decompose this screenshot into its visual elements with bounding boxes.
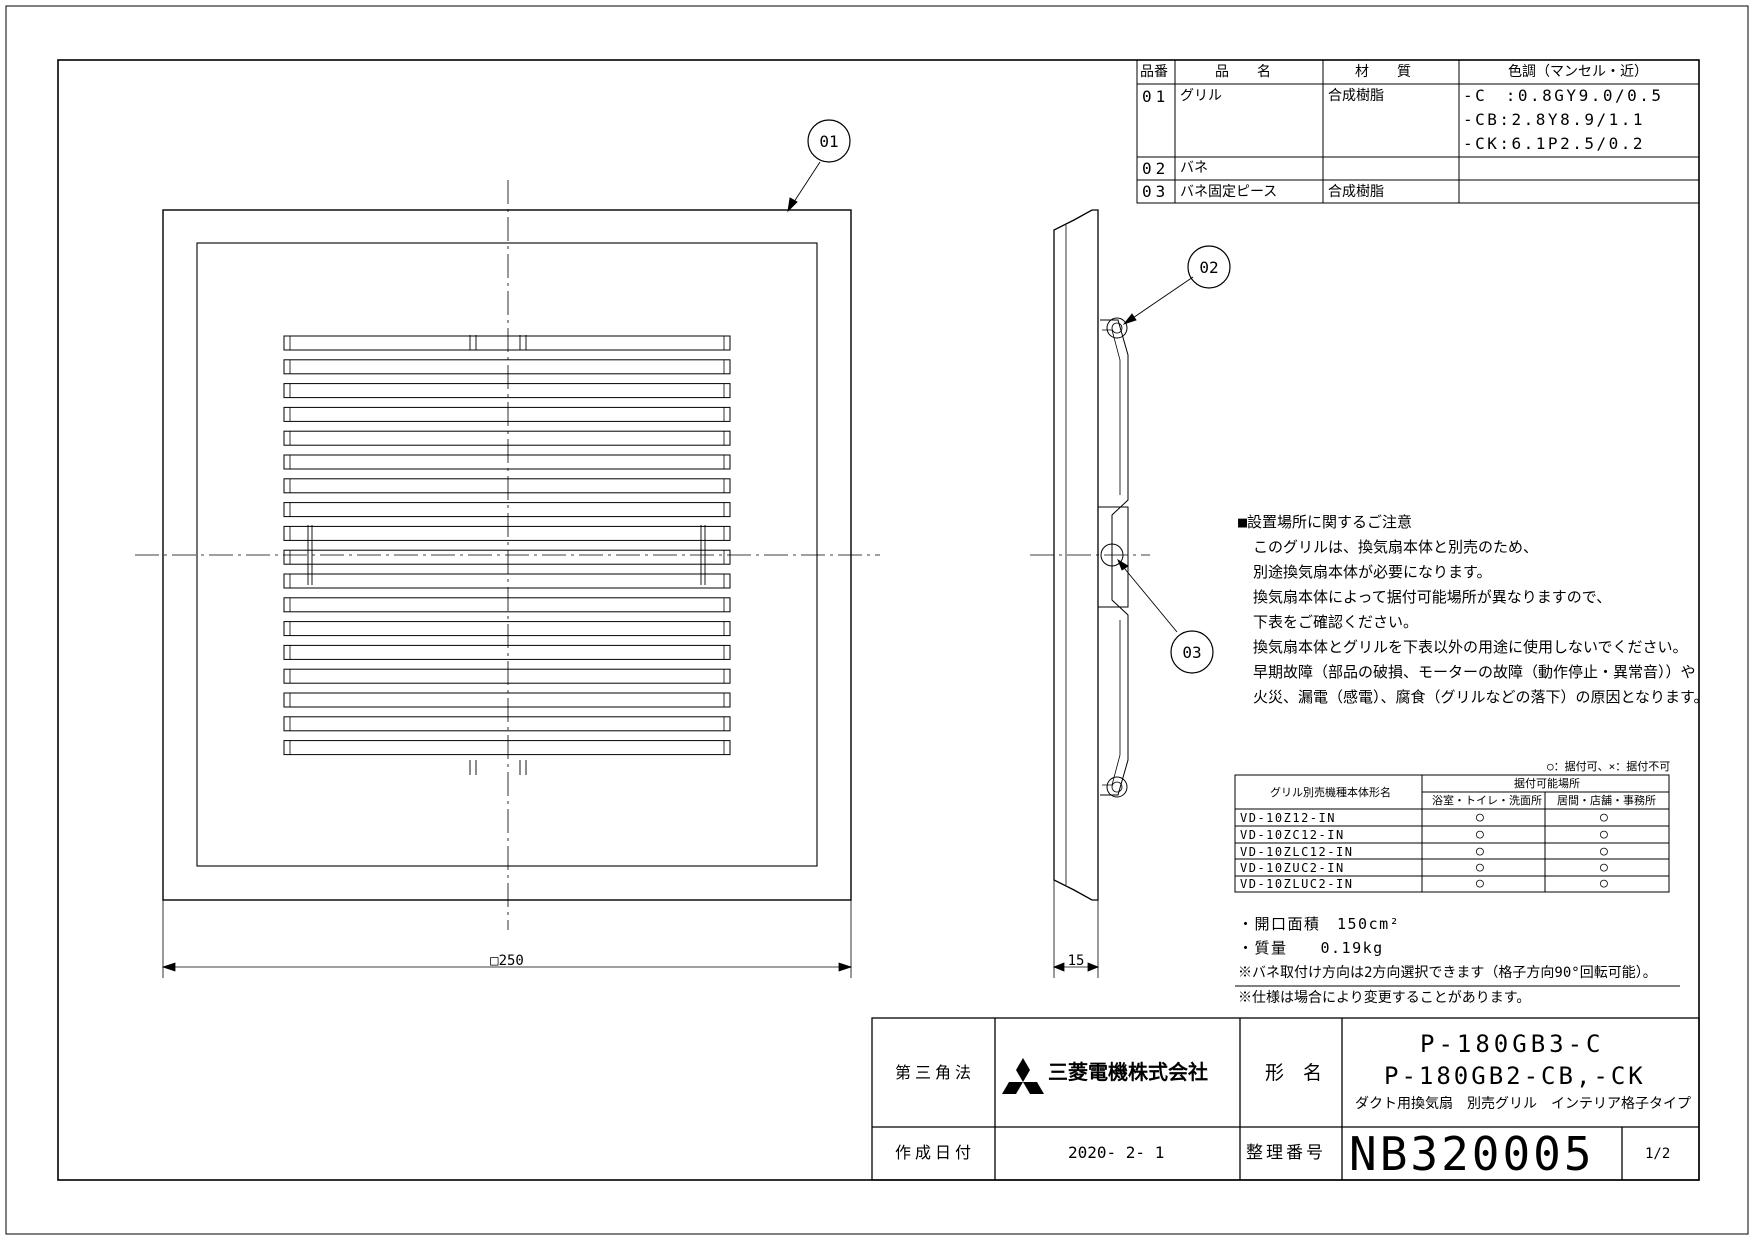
parts-row-01-color-ck: -CK:6.1P2.5/0.2 (1463, 134, 1645, 153)
company-name: 三菱電機株式会社 (1048, 1060, 1208, 1084)
parts-row-03-no: 03 (1142, 182, 1170, 201)
parts-row-01-name: グリル (1180, 88, 1222, 104)
install-table-grid (1234, 774, 1670, 893)
notice-line: 換気扇本体とグリルを下表以外の用途に使用しないでください。 (1253, 638, 1688, 656)
parts-row-03-name: バネ固定ピース (1180, 184, 1278, 200)
spec-note-spring: ※バネ取付け方向は2方向選択できます（格子方向90°回転可能）。 (1238, 965, 1657, 981)
install-col-model: グリル別売機種本体形名 (1270, 786, 1391, 799)
callout-circle-03 (1170, 630, 1214, 674)
parts-row-01-no: 01 (1142, 87, 1170, 106)
louver-slat (283, 573, 731, 589)
louver-slat (283, 692, 731, 708)
callout-label-02: 02 (1199, 258, 1218, 277)
parts-table-grid (1136, 59, 1700, 204)
front-view (135, 180, 880, 978)
callout-label-03: 03 (1182, 643, 1201, 662)
notice-line: 下表をご確認ください。 (1253, 613, 1419, 631)
install-row-b: ○ (1600, 876, 1608, 891)
drawing-number: NB320005 (1349, 1127, 1595, 1181)
notice-line: 火災、漏電（感電）、腐食（グリルなどの落下）の原因となります。 (1253, 688, 1709, 706)
model-label: 形 名 (1265, 1062, 1323, 1084)
notice-line: このグリルは、換気扇本体と別売のため、 (1253, 538, 1539, 556)
drawing-frame (57, 59, 1700, 1181)
notice-line: 早期故障（部品の破損、モーターの故障（動作停止・異常音））や (1253, 663, 1696, 681)
number-label: 整理番号 (1246, 1143, 1326, 1163)
callout-circle-02 (1187, 245, 1231, 289)
date-label: 作成日付 (895, 1143, 976, 1162)
spec-note-change: ※仕様は場合により変更することがあります。 (1238, 990, 1531, 1006)
grille-louvers (283, 335, 731, 756)
parts-row-03-material: 合成樹脂 (1328, 184, 1384, 200)
install-row-a: ○ (1476, 844, 1484, 859)
notice-title: ■設置場所に関するご注意 (1238, 513, 1413, 531)
install-row-a: ○ (1476, 810, 1484, 825)
louver-slat (283, 478, 731, 494)
louver-slat (283, 502, 731, 518)
louver-slat (283, 454, 731, 470)
parts-row-02-no: 02 (1142, 159, 1170, 178)
projection-method: 第三角法 (895, 1063, 976, 1082)
dimension-depth: 15 (1068, 953, 1085, 969)
louver-slat (283, 430, 731, 446)
notice-line: 別途換気扇本体が必要になります。 (1253, 563, 1492, 581)
parts-row-01-color-c: -C :0.8GY9.0/0.5 (1463, 86, 1664, 105)
install-row-b: ○ (1600, 844, 1608, 859)
parts-header-name: 品 名 (1215, 64, 1271, 80)
louver-slat (283, 549, 731, 565)
page-number: 1/2 (1645, 1146, 1671, 1162)
install-row-b: ○ (1600, 860, 1608, 875)
spec-mass: ・質量 0.19kg (1238, 939, 1384, 957)
louver-slat (283, 716, 731, 732)
model-line-2: P-180GB2-CB,-CK (1384, 1062, 1646, 1090)
dimension-width: □250 (490, 953, 524, 969)
parts-header-material: 材 質 (1355, 64, 1411, 80)
install-row-model: VD-10ZC12-IN (1240, 828, 1345, 842)
install-row-model: VD-10Z12-IN (1240, 811, 1336, 825)
install-row-model: VD-10ZLC12-IN (1240, 845, 1354, 859)
install-col-group: 据付可能場所 (1514, 777, 1580, 790)
install-row-model: VD-10ZLUC2-IN (1240, 877, 1354, 891)
louver-slat (283, 597, 731, 613)
callout-label-01: 01 (819, 132, 838, 151)
mitsubishi-logo-icon (1002, 1058, 1044, 1094)
callout-circle-01 (807, 119, 851, 163)
louver-slat (283, 406, 731, 422)
creation-date: 2020- 2- 1 (1068, 1143, 1165, 1162)
parts-header-color: 色調（マンセル・近） (1508, 64, 1648, 80)
notice-line: 換気扇本体によって据付可能場所が異なりますので、 (1253, 588, 1612, 606)
install-col-b: 居間・店舗・事務所 (1557, 794, 1656, 807)
title-block-grid (871, 1017, 1700, 1181)
install-row-a: ○ (1476, 876, 1484, 891)
louver-slat (283, 335, 731, 351)
callout-leaders (787, 161, 1194, 633)
install-legend: ○：据付可、×：据付不可 (1547, 760, 1671, 773)
side-view (1030, 209, 1150, 978)
install-row-b: ○ (1600, 827, 1608, 842)
outer-border (5, 5, 1749, 1235)
spec-opening-area: ・開口面積 150cm² (1238, 915, 1401, 933)
parts-row-01-color-cb: -CB:2.8Y8.9/1.1 (1463, 110, 1645, 129)
install-col-a: 浴室・トイレ・洗面所 (1432, 794, 1542, 807)
parts-header-no: 品番 (1140, 64, 1168, 80)
install-row-b: ○ (1600, 810, 1608, 825)
install-row-model: VD-10ZUC2-IN (1240, 861, 1345, 875)
install-row-a: ○ (1476, 827, 1484, 842)
product-description: ダクト用換気扇 別売グリル インテリア格子タイプ (1355, 1096, 1691, 1112)
louver-slat (283, 740, 731, 756)
louver-slat (283, 668, 731, 684)
louver-slat (283, 644, 731, 660)
parts-row-02-name: バネ (1180, 160, 1208, 176)
louver-slat (283, 359, 731, 375)
model-line-1: P-180GB3-C (1420, 1030, 1605, 1058)
install-row-a: ○ (1476, 860, 1484, 875)
louver-slat (283, 621, 731, 637)
louver-slat (283, 525, 731, 541)
parts-row-01-material: 合成樹脂 (1328, 88, 1384, 104)
louver-slat (283, 383, 731, 399)
